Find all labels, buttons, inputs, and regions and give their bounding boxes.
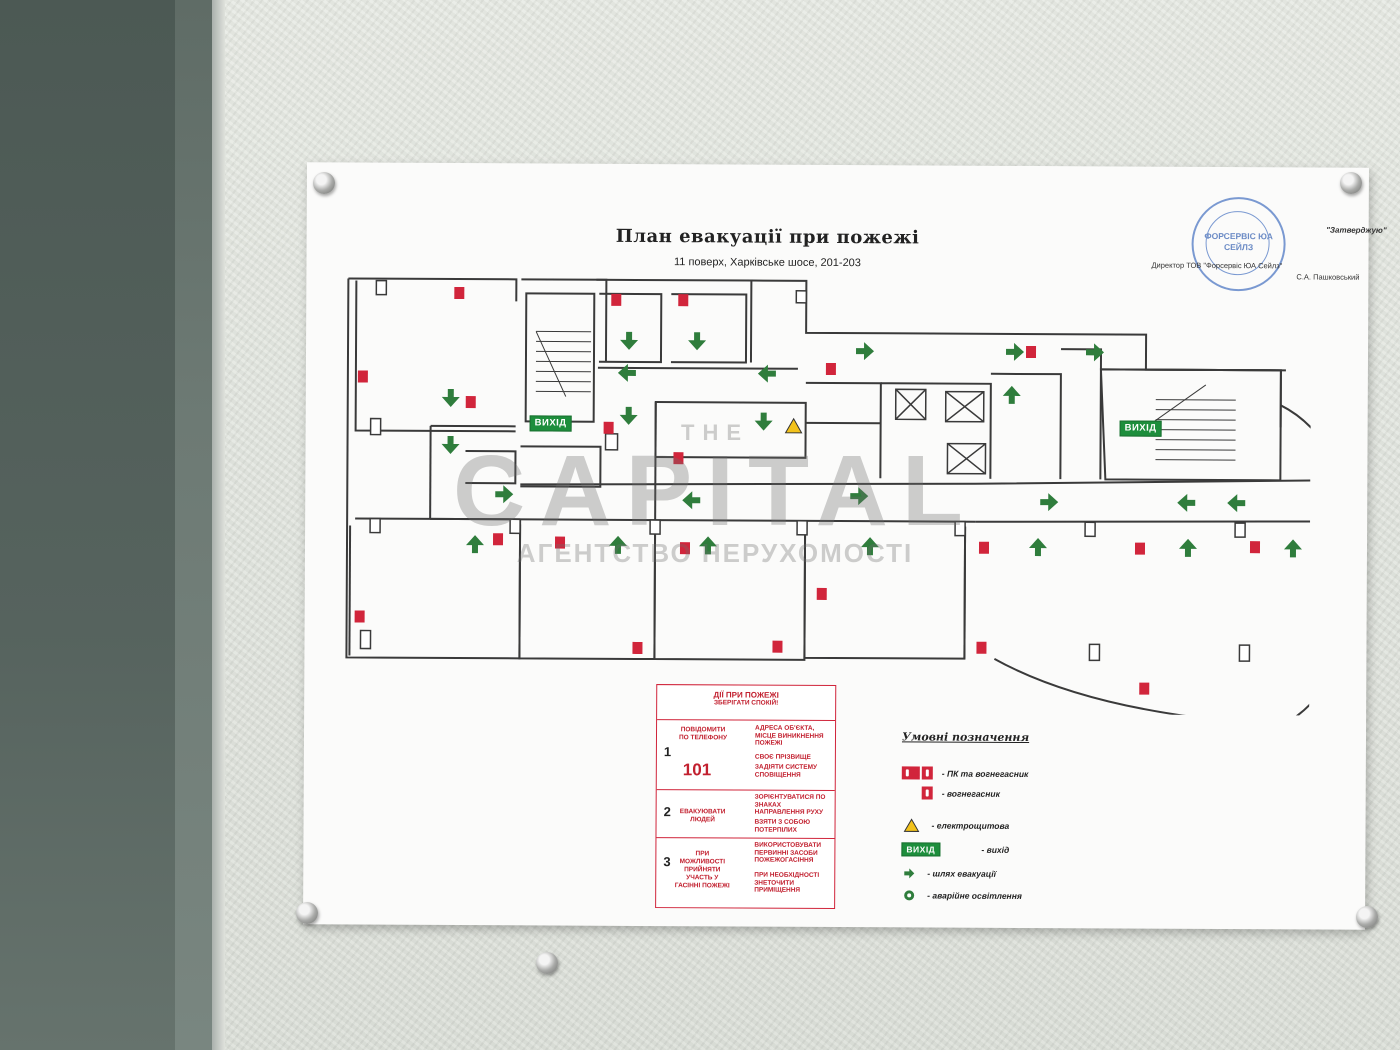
legend-row: - шлях евакуації — [901, 866, 1141, 883]
screw-top-left — [313, 172, 335, 194]
step-item: ВИКОРИСТОВУВАТИ ПЕРВИННІ ЗАСОБИ ПОЖЕЖОГА… — [754, 841, 822, 864]
action-step-1: 1 ПОВІДОМИТИ ПО ТЕЛЕФОНУ 101 АДРЕСА ОБ'Є… — [656, 719, 836, 791]
legend-label: - вогнегасник — [941, 788, 1000, 799]
legend-title: Умовні позначення — [901, 730, 1030, 745]
corridor-shadow — [0, 0, 175, 1050]
approval-block: "Затверджую" Директор ТОВ "Форсервіс ЮА … — [1151, 222, 1400, 283]
legend-label: - ПК та вогнегасник — [941, 768, 1029, 780]
hydrant-extinguisher-icon — [901, 766, 920, 780]
plan-title: План евакуації при пожежі — [615, 225, 920, 249]
evacuation-arrows — [441, 331, 1302, 558]
step-item: ПРИ НЕОБХІДНОСТІ ЗНЕТОЧИТИ ПРИМІЩЕННЯ — [754, 871, 820, 894]
screw-top-right — [1340, 172, 1362, 194]
walls — [345, 277, 1312, 716]
electrical-panel-icon — [903, 818, 920, 832]
step-number: 1 — [663, 744, 672, 760]
extinguisher-icon — [921, 766, 933, 780]
exit-sign-right: ВИХІД — [1119, 420, 1162, 437]
exit-sign-left: ВИХІД — [529, 415, 572, 432]
action-step-2: 2 ЕВАКУЮВАТИ ЛЮДЕЙ ЗОРІЄНТУВАТИСЯ ПО ЗНА… — [656, 789, 835, 839]
emergency-light-icon — [904, 890, 915, 901]
screw-bottom-left — [296, 902, 318, 924]
actions-subtitle: ЗБЕРІГАТИ СПОКІЙ! — [713, 699, 779, 707]
extinguisher-icon — [921, 786, 933, 800]
extinguisher-markers — [354, 286, 1261, 695]
electrical-panel-icon — [784, 417, 803, 434]
elevators — [894, 388, 987, 475]
wall-screw — [536, 952, 558, 974]
actions-title: ДІЇ ПРИ ПОЖЕЖІ — [713, 690, 779, 700]
step-item: ВЗЯТИ З СОБОЮ ПОТЕРПІЛИХ — [754, 818, 811, 834]
legend-row: - вогнегасник — [902, 786, 1142, 803]
step-label: ПРИ МОЖЛИВОСТІ ПРИЙНЯТИ УЧАСТЬ У ГАСІННІ… — [674, 850, 730, 890]
floor-plan — [345, 277, 1312, 716]
legend-label: - вихід — [981, 844, 1010, 855]
legend-row: - електрощитова — [901, 818, 1141, 835]
evacuation-arrow-icon — [904, 868, 915, 879]
approved-label: "Затверджую" — [1326, 225, 1387, 235]
step-label: ЕВАКУЮВАТИ ЛЮДЕЙ — [679, 808, 726, 824]
legend-row: - ПК та вогнегасник — [901, 766, 1142, 783]
step-item: АДРЕСА ОБ'ЄКТА, МІСЦЕ ВИНИКНЕННЯ ПОЖЕЖІ — [754, 724, 824, 747]
stair-hatching-left — [535, 330, 592, 397]
emergency-phone-number: 101 — [682, 760, 712, 780]
stair-hatching-right — [1135, 384, 1236, 461]
legend-label: - шлях евакуації — [927, 868, 997, 879]
step-number: 2 — [663, 804, 671, 820]
evacuation-plan-sheet: План евакуації при пожежі 11 поверх, Хар… — [303, 162, 1387, 930]
director-line: Директор ТОВ "Форсервіс ЮА Сейлз" — [1151, 260, 1283, 271]
screw-bottom-right — [1356, 906, 1378, 928]
legend: Умовні позначення - ПК та вогнегасник - … — [901, 730, 1142, 901]
step-item: СВОЄ ПРІЗВИЩЕ — [754, 753, 811, 761]
step-number: 3 — [663, 854, 671, 870]
step-label: ПОВІДОМИТИ ПО ТЕЛЕФОНУ — [678, 726, 728, 742]
action-step-3: 3 ПРИ МОЖЛИВОСТІ ПРИЙНЯТИ УЧАСТЬ У ГАСІН… — [656, 837, 835, 907]
exit-sign-icon: ВИХІД — [901, 842, 941, 857]
plan-subtitle: 11 поверх, Харківське шосе, 201-203 — [673, 256, 861, 270]
legend-label: - аварійне освітлення — [927, 890, 1022, 901]
fire-actions-table: ДІЇ ПРИ ПОЖЕЖІ ЗБЕРІГАТИ СПОКІЙ! 1 ПОВІД… — [655, 684, 837, 910]
legend-label: - електрощитова — [931, 820, 1010, 831]
columns — [359, 279, 1251, 662]
legend-row: ВИХІД - вихід — [901, 842, 1141, 859]
step-item: ЗОРІЄНТУВАТИСЯ ПО ЗНАКАХ НАПРАВЛЕННЯ РУХ… — [754, 793, 826, 816]
step-item: ЗАДІЯТИ СИСТЕМУ СПОВІЩЕННЯ — [754, 763, 818, 779]
legend-row: - аварійне освітлення — [901, 888, 1141, 905]
wall-corner-edge — [212, 0, 226, 1050]
